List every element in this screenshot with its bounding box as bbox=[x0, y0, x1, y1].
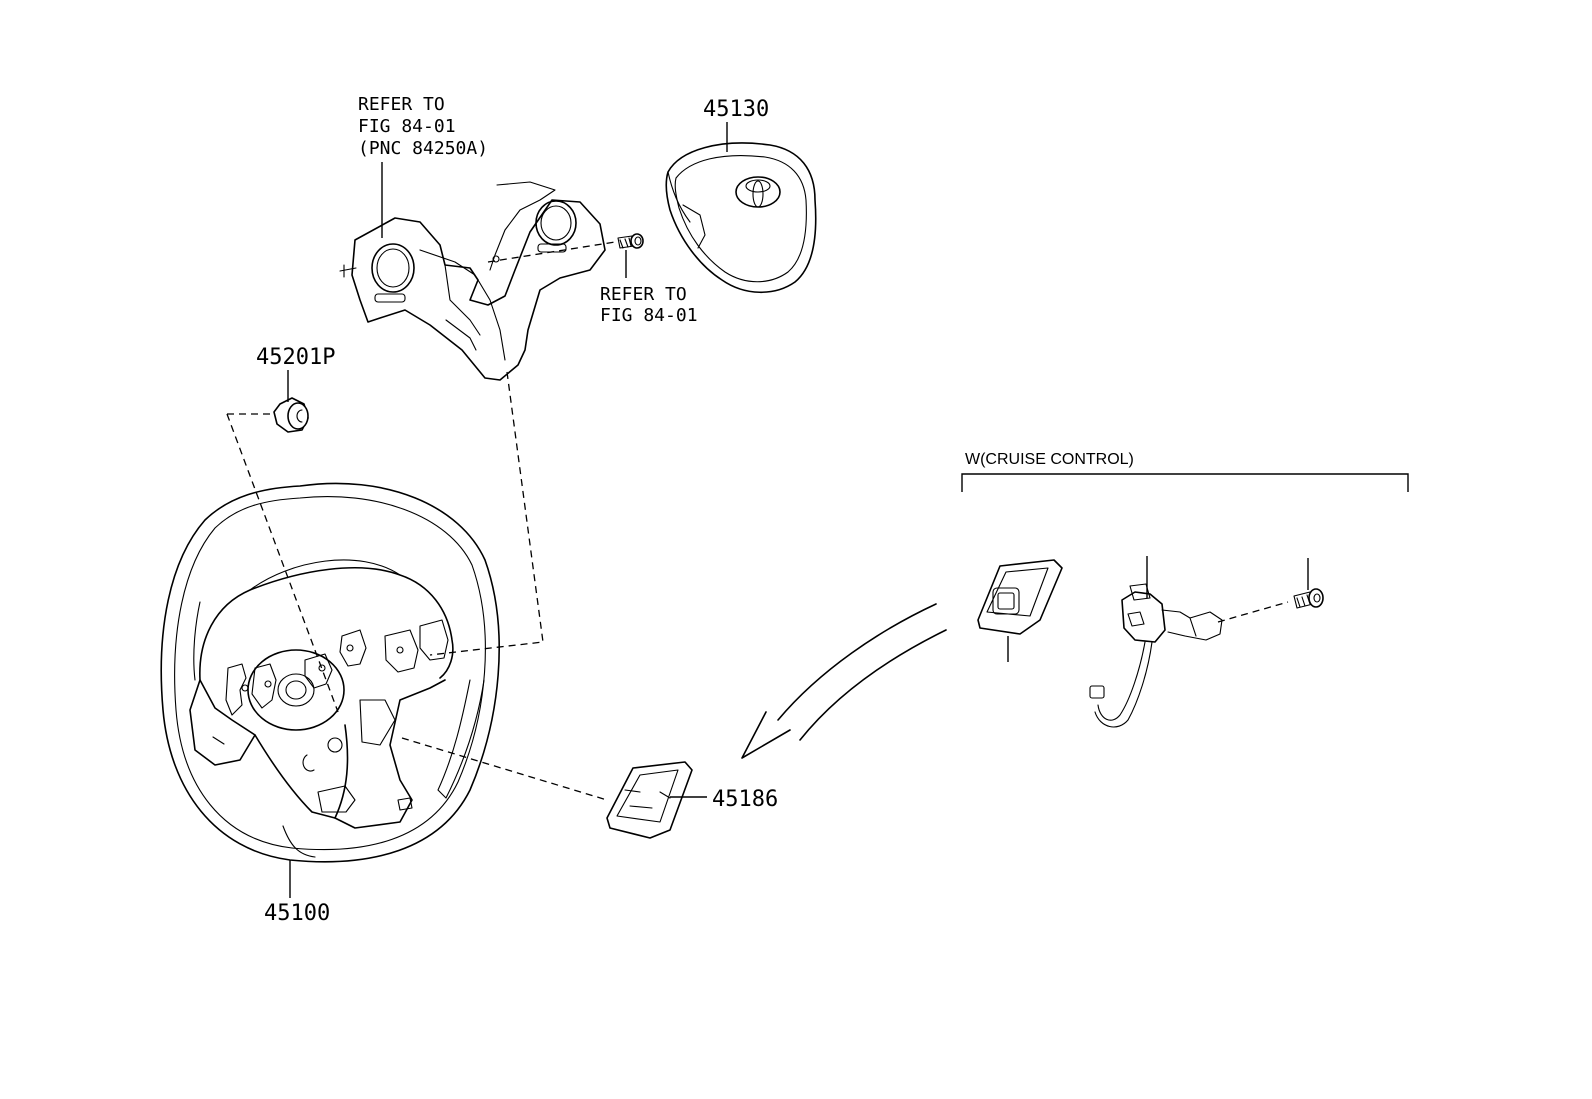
leader-lines bbox=[287, 122, 1309, 898]
airbag-module bbox=[665, 142, 817, 294]
cruise-control-condition: W(CRUISE CONTROL) bbox=[965, 451, 1134, 468]
ref-84250a-line-2: FIG 84-01 bbox=[358, 116, 456, 137]
steering-nut-icon bbox=[273, 397, 309, 433]
steering-pad-switch-assembly bbox=[339, 181, 606, 381]
assembly-dashed-lines bbox=[226, 241, 1289, 801]
part-number-cover-main: 45186 bbox=[712, 787, 778, 812]
part-number-airbag: 45130 bbox=[703, 97, 769, 122]
ref-8401-screw-line-2: FIG 84-01 bbox=[600, 305, 698, 326]
bolt-icon bbox=[1293, 588, 1324, 609]
ref-84250a-line-3: (PNC 84250A) bbox=[358, 138, 488, 159]
steering-wheel-cover-detail bbox=[977, 559, 1063, 635]
ref-84250a-line-1: REFER TO bbox=[358, 94, 445, 115]
curved-arrow-icon bbox=[741, 603, 947, 759]
toyota-logo-icon bbox=[735, 176, 781, 208]
steering-wheel-cover-main bbox=[606, 761, 693, 839]
steering-wheel bbox=[160, 482, 500, 863]
cruise-control-bracket bbox=[961, 473, 1409, 492]
ref-8401-screw-line-1: REFER TO bbox=[600, 284, 687, 305]
screw-icon bbox=[617, 233, 644, 249]
part-number-wheel: 45100 bbox=[264, 901, 330, 926]
part-number-nut: 45201P bbox=[256, 345, 335, 370]
cruise-control-switch bbox=[1089, 583, 1223, 728]
